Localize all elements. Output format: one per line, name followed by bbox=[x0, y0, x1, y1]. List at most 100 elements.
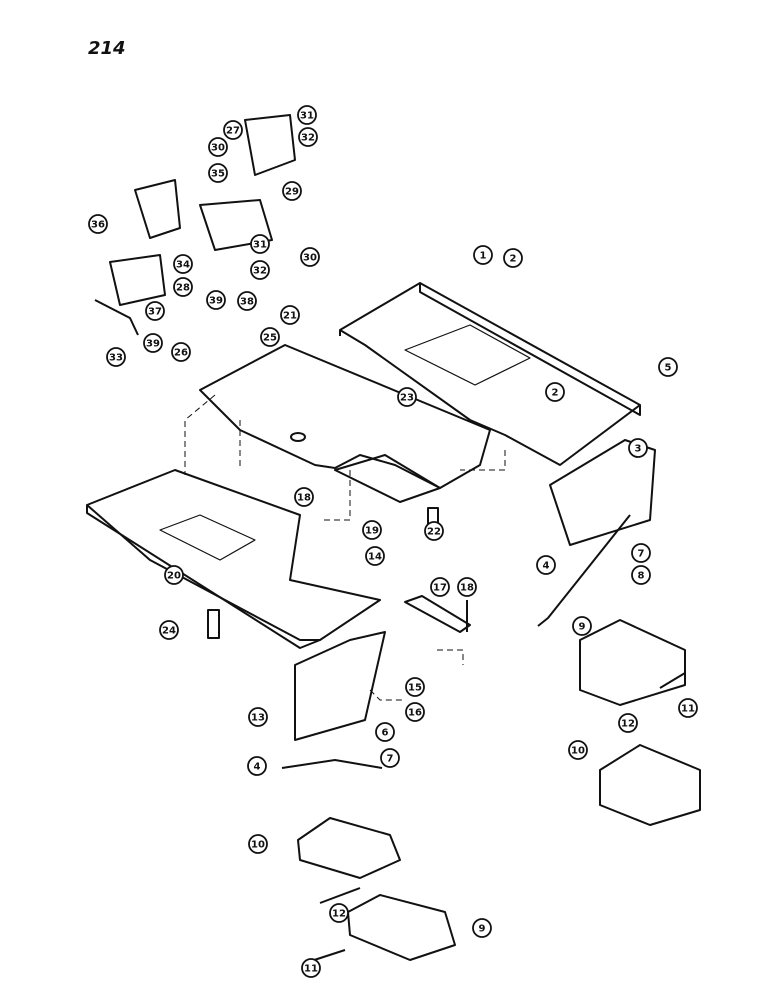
callout-label: 21 bbox=[283, 311, 297, 322]
callout-15: 15 bbox=[405, 677, 425, 697]
callout-label: 2 bbox=[510, 254, 517, 265]
callout-label: 26 bbox=[174, 348, 188, 359]
callout-30: 30 bbox=[300, 247, 320, 267]
footrest-bracket-29 bbox=[199, 199, 273, 251]
callout-label: 27 bbox=[226, 126, 240, 137]
callout-27: 27 bbox=[223, 120, 243, 140]
callout-label: 29 bbox=[285, 187, 299, 198]
callout-label: 35 bbox=[211, 169, 225, 180]
callout-circle bbox=[678, 698, 698, 718]
callout-label: 7 bbox=[638, 549, 645, 560]
callout-circle bbox=[631, 543, 651, 563]
callout-label: 22 bbox=[427, 527, 441, 538]
callout-23: 23 bbox=[397, 387, 417, 407]
callout-18: 18 bbox=[294, 487, 314, 507]
callout-circle bbox=[143, 333, 163, 353]
fender-right bbox=[549, 439, 656, 546]
callout-circle bbox=[250, 260, 270, 280]
callout-label: 18 bbox=[460, 583, 474, 594]
callout-label: 2 bbox=[552, 388, 559, 399]
callout-label: 39 bbox=[209, 296, 223, 307]
callout-25: 25 bbox=[260, 327, 280, 347]
callout-21: 21 bbox=[280, 305, 300, 325]
callout-circle bbox=[223, 120, 243, 140]
callout-13: 13 bbox=[248, 707, 268, 727]
callout-label: 37 bbox=[148, 307, 162, 318]
pedal-block-9-bottom bbox=[347, 894, 456, 961]
angle-bracket bbox=[404, 595, 471, 633]
callout-circle bbox=[329, 903, 349, 923]
callout-label: 39 bbox=[146, 339, 160, 350]
callout-label: 11 bbox=[304, 964, 318, 975]
callout-circle bbox=[173, 254, 193, 274]
callout-label: 10 bbox=[571, 746, 585, 757]
callout-label: 32 bbox=[301, 133, 315, 144]
callout-circle bbox=[568, 740, 588, 760]
callout-32: 32 bbox=[298, 127, 318, 147]
callout-label: 23 bbox=[400, 393, 414, 404]
callout-circle bbox=[208, 163, 228, 183]
callout-label: 18 bbox=[297, 493, 311, 504]
pedal-block-10-bottom bbox=[297, 817, 401, 879]
callout-circle bbox=[397, 387, 417, 407]
callout-circle bbox=[145, 301, 165, 321]
callout-2: 2 bbox=[503, 248, 523, 268]
bolt-11-bottom bbox=[319, 887, 361, 904]
callout-20: 20 bbox=[164, 565, 184, 585]
callout-label: 9 bbox=[479, 924, 486, 935]
callout-circle bbox=[298, 127, 318, 147]
callout-circle bbox=[365, 546, 385, 566]
control-link-33 bbox=[94, 299, 139, 336]
callout-label: 1 bbox=[480, 251, 487, 262]
callout-circle bbox=[248, 707, 268, 727]
callout-circle bbox=[164, 565, 184, 585]
callout-circle bbox=[206, 290, 226, 310]
callout-label: 12 bbox=[621, 719, 635, 730]
callout-circle bbox=[282, 181, 302, 201]
spacer-23 bbox=[207, 609, 220, 639]
pedal-block-10-right bbox=[599, 744, 701, 826]
callout-6: 6 bbox=[375, 722, 395, 742]
callout-3: 3 bbox=[628, 438, 648, 458]
callout-circle bbox=[297, 105, 317, 125]
callout-7: 7 bbox=[631, 543, 651, 563]
callout-circle bbox=[301, 958, 321, 978]
callout-11: 11 bbox=[301, 958, 321, 978]
callout-label: 10 bbox=[251, 840, 265, 851]
callout-8: 8 bbox=[631, 565, 651, 585]
callout-2: 2 bbox=[545, 382, 565, 402]
support-strap-left bbox=[281, 759, 383, 769]
callout-31: 31 bbox=[250, 234, 270, 254]
callout-circle bbox=[294, 487, 314, 507]
callout-label: 31 bbox=[253, 240, 267, 251]
callout-label: 20 bbox=[167, 571, 181, 582]
callout-4: 4 bbox=[247, 756, 267, 776]
callout-label: 4 bbox=[254, 762, 261, 773]
callout-circle bbox=[237, 291, 257, 311]
callout-circle bbox=[208, 137, 228, 157]
dash-line-6 bbox=[437, 649, 464, 665]
callout-label: 7 bbox=[387, 754, 394, 765]
callout-label: 30 bbox=[303, 253, 317, 264]
callout-label: 3 bbox=[635, 444, 642, 455]
callout-4: 4 bbox=[536, 555, 556, 575]
callout-label: 28 bbox=[176, 283, 190, 294]
dash-line-3 bbox=[320, 470, 351, 521]
callout-circle bbox=[250, 234, 270, 254]
callout-24: 24 bbox=[159, 620, 179, 640]
callout-circle bbox=[631, 565, 651, 585]
callout-circle bbox=[424, 521, 444, 541]
callout-label: 13 bbox=[251, 713, 265, 724]
page-number: 214 bbox=[88, 38, 126, 59]
callout-29: 29 bbox=[282, 181, 302, 201]
callout-circle bbox=[173, 277, 193, 297]
footrest-bracket-28 bbox=[109, 254, 166, 306]
callout-34: 34 bbox=[173, 254, 193, 274]
callout-circle bbox=[260, 327, 280, 347]
floor-plate-right bbox=[339, 282, 641, 466]
callout-9: 9 bbox=[572, 616, 592, 636]
callout-label: 16 bbox=[408, 708, 422, 719]
callout-circle bbox=[457, 577, 477, 597]
support-strap-right bbox=[537, 514, 631, 627]
callout-circle bbox=[106, 347, 126, 367]
